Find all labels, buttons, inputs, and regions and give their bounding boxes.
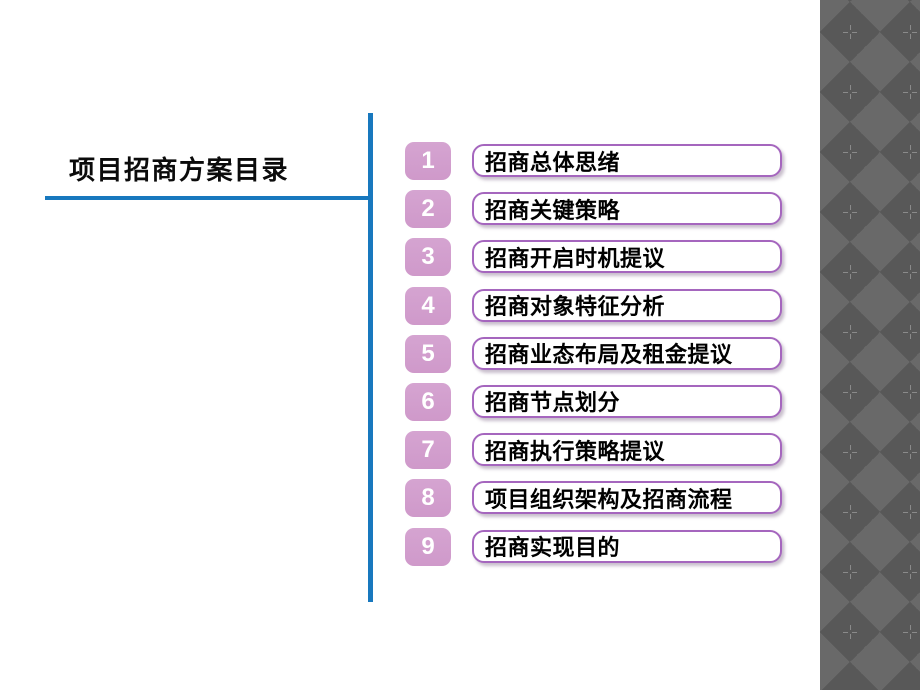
sparkle-icon: [903, 205, 917, 219]
sparkle-icon: [843, 25, 857, 39]
toc-item-box: 项目组织架构及招商流程: [472, 481, 782, 515]
page-title: 项目招商方案目录: [69, 155, 290, 185]
toc-item-label: 招商对象特征分析: [485, 294, 666, 320]
toc-item-number-badge: 6: [405, 382, 451, 421]
sparkle-icon: [903, 145, 917, 159]
sparkle-icon: [843, 625, 857, 639]
toc-item-box: 招商执行策略提议: [472, 433, 782, 467]
toc-list: 1 招商总体思绪 2 招商关键策略 3 招商开启时机提议 4 招商对象特征分析 …: [405, 142, 782, 566]
sparkle-icon: [903, 565, 917, 579]
sparkle-icon: [843, 85, 857, 99]
toc-item: 1 招商总体思绪: [405, 142, 782, 180]
sparkle-icon: [843, 445, 857, 459]
toc-item-label: 招商执行策略提议: [485, 438, 666, 464]
toc-item: 8 项目组织架构及招商流程: [405, 479, 782, 518]
sparkle-icon: [843, 505, 857, 519]
toc-item-label: 招商实现目的: [485, 535, 621, 560]
title-underline-rule: [45, 196, 370, 200]
toc-item-box: 招商开启时机提议: [472, 240, 782, 274]
toc-item-number-badge: 1: [405, 142, 451, 180]
sparkle-icon: [843, 565, 857, 579]
sidebar-pattern: [820, 0, 920, 690]
sparkle-icon: [903, 445, 917, 459]
sparkle-icon: [843, 145, 857, 159]
sparkle-icon: [903, 505, 917, 519]
toc-item-number-badge: 3: [405, 238, 451, 277]
toc-item-number-badge: 4: [405, 286, 451, 325]
sparkle-icon: [843, 385, 857, 399]
toc-item-box: 招商业态布局及租金提议: [472, 336, 782, 370]
sparkle-icon: [903, 385, 917, 399]
toc-item: 7 招商执行策略提议: [405, 431, 782, 470]
toc-item: 9 招商实现目的: [405, 527, 782, 566]
toc-item-number-badge: 9: [405, 527, 451, 566]
toc-item: 2 招商关键策略: [405, 190, 782, 229]
sparkle-icon: [903, 325, 917, 339]
toc-item-box: 招商实现目的: [472, 529, 782, 563]
toc-item: 6 招商节点划分: [405, 382, 782, 421]
toc-item-label: 招商开启时机提议: [485, 245, 666, 271]
toc-item-number-badge: 5: [405, 334, 451, 373]
sparkle-icon: [843, 325, 857, 339]
sparkle-icon: [843, 205, 857, 219]
toc-item-box: 招商总体思绪: [472, 144, 782, 177]
toc-item-number-badge: 7: [405, 431, 451, 470]
toc-item-number-badge: 2: [405, 190, 451, 229]
toc-item-label: 招商节点划分: [485, 390, 621, 416]
sparkle-icon: [903, 85, 917, 99]
sparkle-icon: [903, 265, 917, 279]
toc-item-label: 招商总体思绪: [485, 149, 621, 175]
toc-item-box: 招商对象特征分析: [472, 288, 782, 322]
toc-item: 3 招商开启时机提议: [405, 238, 782, 277]
toc-item-box: 招商关键策略: [472, 192, 782, 226]
toc-item-label: 招商业态布局及租金提议: [485, 342, 733, 368]
toc-item-box: 招商节点划分: [472, 384, 782, 418]
toc-item-label: 招商关键策略: [485, 197, 621, 223]
sparkle-icon: [843, 265, 857, 279]
sparkle-icon: [903, 625, 917, 639]
sparkle-icon: [903, 25, 917, 39]
toc-item: 5 招商业态布局及租金提议: [405, 334, 782, 373]
toc-item-label: 项目组织架构及招商流程: [485, 486, 733, 512]
vertical-divider-rule: [368, 113, 373, 602]
toc-item-number-badge: 8: [405, 479, 451, 518]
toc-item: 4 招商对象特征分析: [405, 286, 782, 325]
